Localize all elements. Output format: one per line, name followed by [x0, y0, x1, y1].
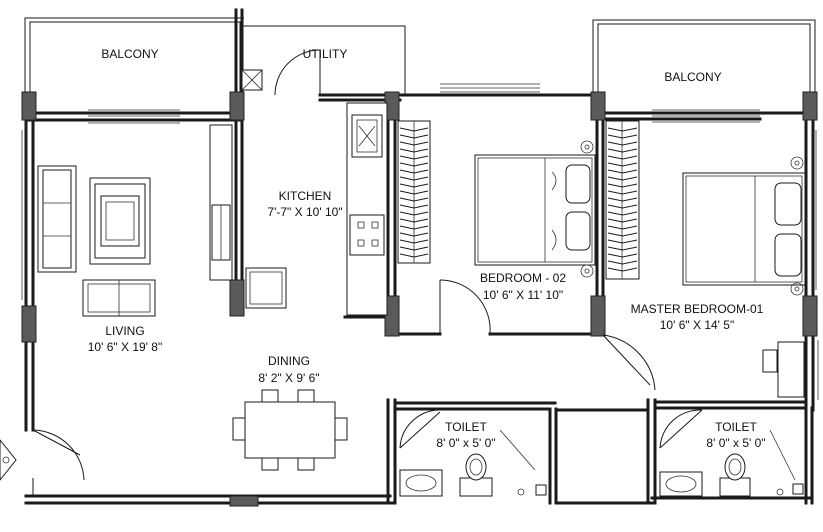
columns	[21, 91, 818, 507]
sofa-bottom	[82, 279, 156, 317]
wardrobe-hanger	[607, 127, 638, 132]
bedroom2-size: 10' 6" X 11' 10"	[483, 288, 563, 302]
sink-icon	[351, 114, 383, 158]
wardrobe-hanger	[607, 176, 638, 181]
master-bedroom-label: MASTER BEDROOM-01	[631, 302, 764, 316]
wardrobe-hanger	[607, 260, 638, 265]
wardrobe-hanger	[607, 267, 638, 272]
stove-icon	[349, 214, 385, 256]
wardrobe-hanger	[399, 204, 429, 209]
wardrobe-hanger	[607, 148, 638, 153]
wardrobe-hanger	[399, 162, 429, 167]
wardrobe-hanger	[607, 197, 638, 202]
study-desk	[762, 341, 805, 398]
wardrobe-hanger	[399, 253, 429, 258]
utility-label: UTILITY	[303, 47, 348, 61]
bedroom2-label: BEDROOM - 02	[480, 271, 566, 285]
toilet2-label: TOILET	[715, 420, 757, 434]
toilet2-fixtures	[659, 429, 804, 497]
toilet1-fixtures	[399, 429, 547, 497]
doors	[32, 49, 703, 496]
wardrobe-hanger	[607, 183, 638, 188]
tv-unit	[209, 124, 233, 281]
entrance-arrow-icon	[0, 439, 17, 481]
utility-outline	[242, 25, 406, 95]
wardrobe-hanger	[399, 218, 429, 223]
wardrobe-hanger	[607, 253, 638, 258]
bedside-lamps	[580, 140, 804, 296]
wardrobe-hanger	[607, 141, 638, 146]
coffee-table	[89, 177, 151, 265]
wardrobe-master	[605, 120, 640, 280]
toilet1-label: TOILET	[445, 420, 487, 434]
wardrobe-hanger	[607, 246, 638, 251]
wardrobe-hanger	[399, 176, 429, 181]
wardrobe-hanger	[607, 218, 638, 223]
wardrobe-hanger	[399, 246, 429, 251]
dining-table	[232, 389, 348, 471]
living-size: 10' 6" X 19' 8"	[88, 340, 162, 354]
kitchen-label: KITCHEN	[279, 189, 332, 203]
wardrobe-hanger	[399, 141, 429, 146]
fridge	[245, 267, 287, 309]
wardrobe-hanger	[607, 225, 638, 230]
room-labels: BALCONY UTILITY BALCONY KITCHEN 7'-7" X …	[88, 47, 766, 450]
master-bedroom-size: 10' 6" X 14' 5"	[660, 318, 734, 332]
wardrobe-hanger	[607, 190, 638, 195]
toilet1-size: 8' 0" x 5' 0"	[436, 436, 495, 450]
wardrobe-hanger	[607, 239, 638, 244]
living-label: LIVING	[105, 324, 144, 338]
balcony-right-label: BALCONY	[664, 70, 721, 84]
wardrobe-hanger	[607, 232, 638, 237]
walls	[24, 8, 815, 505]
wardrobe-hanger	[607, 134, 638, 139]
wardrobe-hanger	[399, 127, 429, 132]
wardrobe-hanger	[399, 211, 429, 216]
wardrobe-hanger	[607, 204, 638, 209]
utility-box	[241, 69, 263, 91]
wardrobe-hanger	[399, 148, 429, 153]
wardrobe-hanger	[399, 197, 429, 202]
wardrobe-hanger	[399, 183, 429, 188]
toilet2-size: 8' 0" x 5' 0"	[706, 436, 765, 450]
sofa-left	[37, 165, 77, 273]
dining-size: 8' 2" X 9' 6"	[258, 371, 319, 385]
dining-label: DINING	[268, 354, 310, 368]
wardrobe-hanger	[399, 239, 429, 244]
wardrobe-hanger	[399, 155, 429, 160]
wardrobe-hanger	[607, 162, 638, 167]
balcony-left-outline	[24, 17, 244, 110]
wardrobe-hanger	[399, 225, 429, 230]
wardrobe-hanger	[399, 169, 429, 174]
kitchen-size: 7'-7" X 10' 10"	[267, 205, 342, 219]
wardrobe-bedroom2	[397, 120, 431, 264]
wardrobe-hanger	[607, 169, 638, 174]
wardrobe-hanger	[399, 134, 429, 139]
wardrobe-hanger	[399, 232, 429, 237]
windows	[21, 83, 819, 400]
bed-bedroom2	[474, 154, 596, 266]
wardrobe-hanger	[399, 190, 429, 195]
bed-master	[682, 172, 806, 286]
wardrobe-hanger	[607, 155, 638, 160]
balcony-left-label: BALCONY	[101, 47, 158, 61]
balcony-right-outline	[592, 19, 816, 110]
wardrobe-hanger	[607, 211, 638, 216]
